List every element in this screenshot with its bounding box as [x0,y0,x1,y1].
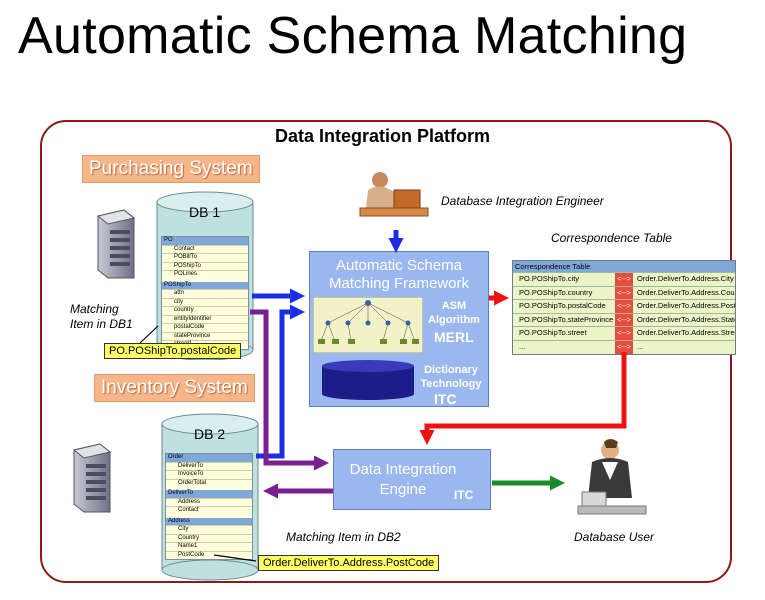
asm-line1: ASM [441,300,467,312]
schema-section-header: POShipTo [162,281,248,289]
schema-field: postalCode [162,323,248,332]
schema-field: stateProvince [162,331,248,341]
server-icon [72,443,112,513]
correspondence-link-cell: <--> [615,327,633,340]
asm-line2: Algorithm [428,314,480,326]
correspondence-right-cell: Order.DeliverTo.Address.City [633,273,735,286]
dictionary-database-icon [322,360,414,400]
correspondence-link-cell: <--> [615,273,633,286]
engineer-label: Database Integration Engineer [441,194,604,208]
correspondence-left-cell: PO.POShipTo.postalCode [513,300,615,313]
db1-label: DB 1 [189,204,221,220]
dictionary-line2: Technology [420,378,482,390]
person-on-phone-icon [577,439,647,515]
purchasing-system-label: Purchasing System [82,155,260,183]
correspondence-right-cell: Order.DeliverTo.Address.Country [633,286,735,300]
correspondence-left-cell: PO.POShipTo.street [513,327,615,340]
schema-field: attn [162,289,248,298]
schema-field: DeliverTo [166,461,252,471]
correspondence-row: PO.POShipTo.street<-->Order.DeliverTo.Ad… [513,326,735,340]
schema-section-header: PO [162,237,248,245]
schema-field: country [162,306,248,315]
correspondence-left-cell: PO.POShipTo.country [513,286,615,300]
schema-field: PostCode [166,550,252,560]
matching-db1-tag: PO.POShipTo.postalCode [104,343,242,359]
correspondence-row: ...<-->... [513,339,735,354]
merl-label: MERL [434,329,474,345]
correspondence-table-header: Correspondence Table [513,261,735,272]
asm-algorithm-graph [313,297,423,353]
dictionary-line1: Dictionary [424,364,478,376]
data-integration-engine-box [333,449,491,510]
db2-label: DB 2 [194,426,226,442]
matching-db2-tag: Order.DeliverTo.Address.PostCode [258,555,440,571]
correspondence-table: Correspondence Table PO.POShipTo.city<--… [512,260,736,355]
schema-field: OrderTotal [166,478,252,488]
engine-title-line1: Data Integration [349,461,457,478]
schema-field: city [162,297,248,307]
correspondence-link-cell: <--> [615,300,633,313]
correspondence-link-cell: <--> [615,286,633,300]
matching-db1-line2: Item in DB1 [70,317,133,331]
server-icon [96,209,136,279]
schema-field: City [166,525,252,534]
inventory-system-label: Inventory System [94,374,255,402]
correspondence-right-cell: Order.DeliverTo.Address.State [633,313,735,327]
correspondence-row: PO.POShipTo.city<-->Order.DeliverTo.Addr… [513,272,735,286]
platform-title: Data Integration Platform [274,126,491,146]
schema-field: POShipTo [162,261,248,271]
engine-itc-label: ITC [454,488,474,502]
framework-title-line2: Matching Framework [328,275,470,292]
schema-section-header: DeliverTo [166,490,252,498]
framework-title-line1: Automatic Schema [336,257,462,274]
schema-field: Country [166,533,252,543]
correspondence-row: PO.POShipTo.country<-->Order.DeliverTo.A… [513,285,735,300]
correspondence-right-cell: Order.DeliverTo.Address.PostCode [633,300,735,313]
schema-field: Address [166,497,252,507]
correspondence-right-cell: Order.DeliverTo.Address.Street [633,327,735,340]
person-at-desk-icon [359,172,429,217]
correspondence-link-cell: <--> [615,340,633,354]
schema-section-header: Order [166,454,252,462]
correspondence-link-cell: <--> [615,313,633,327]
schema-field: Contact [162,244,248,254]
schema-field: POLines [162,270,248,279]
correspondence-row: PO.POShipTo.postalCode<-->Order.DeliverT… [513,299,735,313]
correspondence-left-cell: PO.POShipTo.stateProvince [513,313,615,327]
correspondence-right-cell: ... [633,340,735,354]
matching-db2-label: Matching Item in DB2 [286,530,401,544]
correspondence-row: PO.POShipTo.stateProvince<-->Order.Deliv… [513,312,735,327]
correspondence-left-cell: PO.POShipTo.city [513,273,615,286]
correspondence-left-cell: ... [513,340,615,354]
slide-title: Automatic Schema Matching [18,7,688,65]
schema-section-header: Address [166,517,252,525]
schema-field: entityIdentifier [162,314,248,324]
schema-field: Name1 [166,542,252,551]
matching-db1-line1: Matching [70,302,119,316]
schema-field: POBillTo [162,253,248,262]
schema-field: InvoiceTo [166,470,252,479]
framework-itc-label: ITC [434,391,457,407]
engine-title-line2: Engine [379,481,427,498]
user-label: Database User [574,530,655,544]
schema-field: Contact [166,506,252,515]
correspondence-table-label: Correspondence Table [551,231,672,245]
